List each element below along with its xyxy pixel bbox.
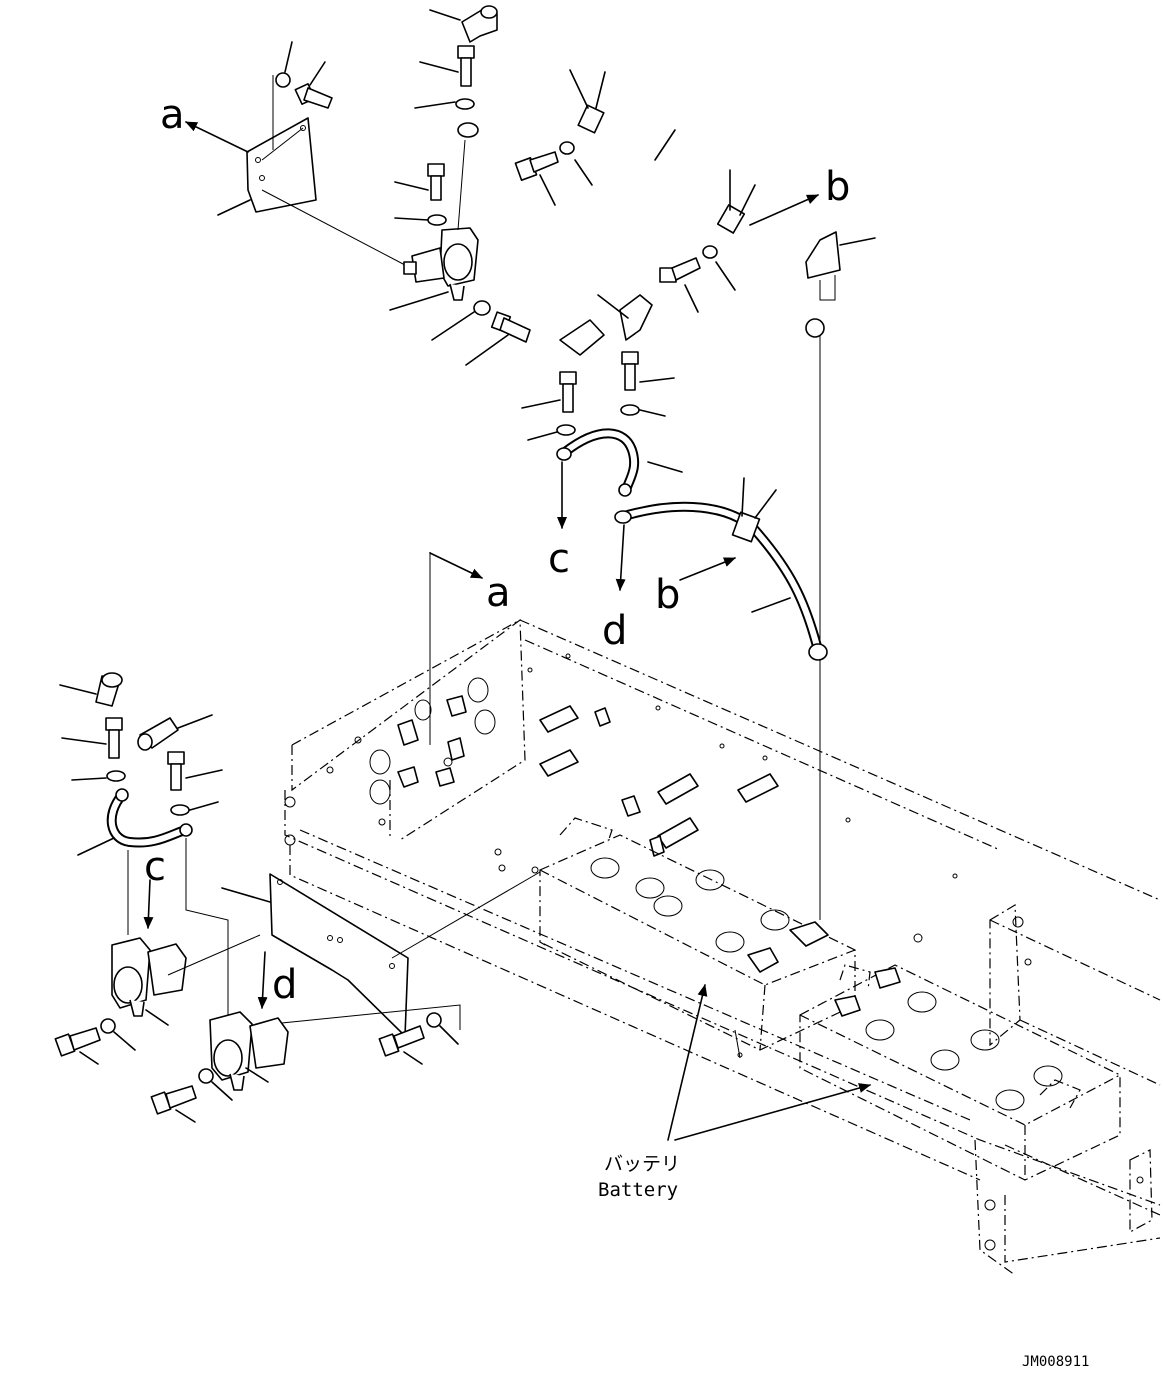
bolt bbox=[419, 45, 475, 87]
battery-arrow bbox=[667, 984, 708, 1141]
washer bbox=[414, 98, 475, 110]
callout-arrow-c bbox=[143, 879, 154, 929]
bolt bbox=[150, 1085, 197, 1123]
callout-a-mid: a bbox=[486, 570, 511, 616]
battery-relay bbox=[111, 937, 187, 1026]
cover-plate bbox=[217, 75, 406, 266]
bolt bbox=[659, 245, 736, 313]
callout-arrow-d bbox=[615, 524, 626, 591]
battery-label-en: Battery bbox=[598, 1179, 678, 1201]
washer bbox=[527, 424, 576, 441]
callout-arrow-a bbox=[429, 552, 483, 579]
bolt bbox=[167, 751, 223, 791]
terminal-boot bbox=[559, 294, 653, 356]
bolt bbox=[514, 141, 593, 206]
washer bbox=[275, 41, 293, 88]
battery-label-jp: バッテリ bbox=[604, 1153, 680, 1175]
washer bbox=[170, 801, 219, 816]
washer bbox=[620, 404, 666, 417]
callout-b-mid: b bbox=[655, 572, 680, 618]
battery-relay bbox=[209, 1011, 289, 1091]
callout-c-mid: c bbox=[548, 536, 570, 582]
callout-arrow-b bbox=[679, 557, 736, 581]
callout-b-top: b bbox=[825, 164, 850, 210]
terminal-boot bbox=[137, 714, 213, 751]
callout-arrow-d bbox=[257, 951, 268, 1009]
bolt bbox=[294, 61, 333, 109]
callout-arrow-b bbox=[749, 194, 819, 226]
battery-cable-short bbox=[556, 428, 683, 497]
callout-a-top: a bbox=[160, 92, 185, 138]
terminal-boot bbox=[429, 5, 498, 43]
washer bbox=[426, 1012, 459, 1045]
battery-cable-long bbox=[457, 69, 825, 920]
washer bbox=[100, 1018, 136, 1051]
washer bbox=[71, 770, 126, 782]
bolt bbox=[54, 1027, 101, 1065]
battery-tray-frame bbox=[284, 618, 1161, 1276]
callout-d-mid: d bbox=[602, 608, 627, 654]
callout-d-low: d bbox=[272, 962, 297, 1008]
bolt bbox=[465, 311, 531, 366]
bolt bbox=[61, 717, 123, 759]
washer bbox=[431, 300, 491, 341]
clip-bracket bbox=[805, 231, 876, 301]
battery-relay bbox=[389, 139, 479, 311]
callout-arrow-a bbox=[185, 121, 249, 153]
drawing-code: JM008911 bbox=[1022, 1354, 1089, 1370]
battery-arrow bbox=[674, 1083, 871, 1141]
bolt bbox=[378, 1025, 425, 1065]
terminal-boot bbox=[59, 672, 123, 707]
callout-c-low: c bbox=[144, 844, 166, 890]
battery-cable-short bbox=[77, 788, 229, 1018]
washer bbox=[198, 1068, 233, 1101]
washer bbox=[394, 214, 447, 226]
bolt bbox=[394, 163, 445, 201]
bolt bbox=[621, 351, 675, 391]
battery bbox=[799, 964, 1121, 1181]
battery bbox=[539, 817, 856, 1059]
battery-cable-medium bbox=[614, 477, 828, 661]
cover-plate bbox=[167, 871, 541, 1037]
bolt bbox=[521, 371, 577, 413]
